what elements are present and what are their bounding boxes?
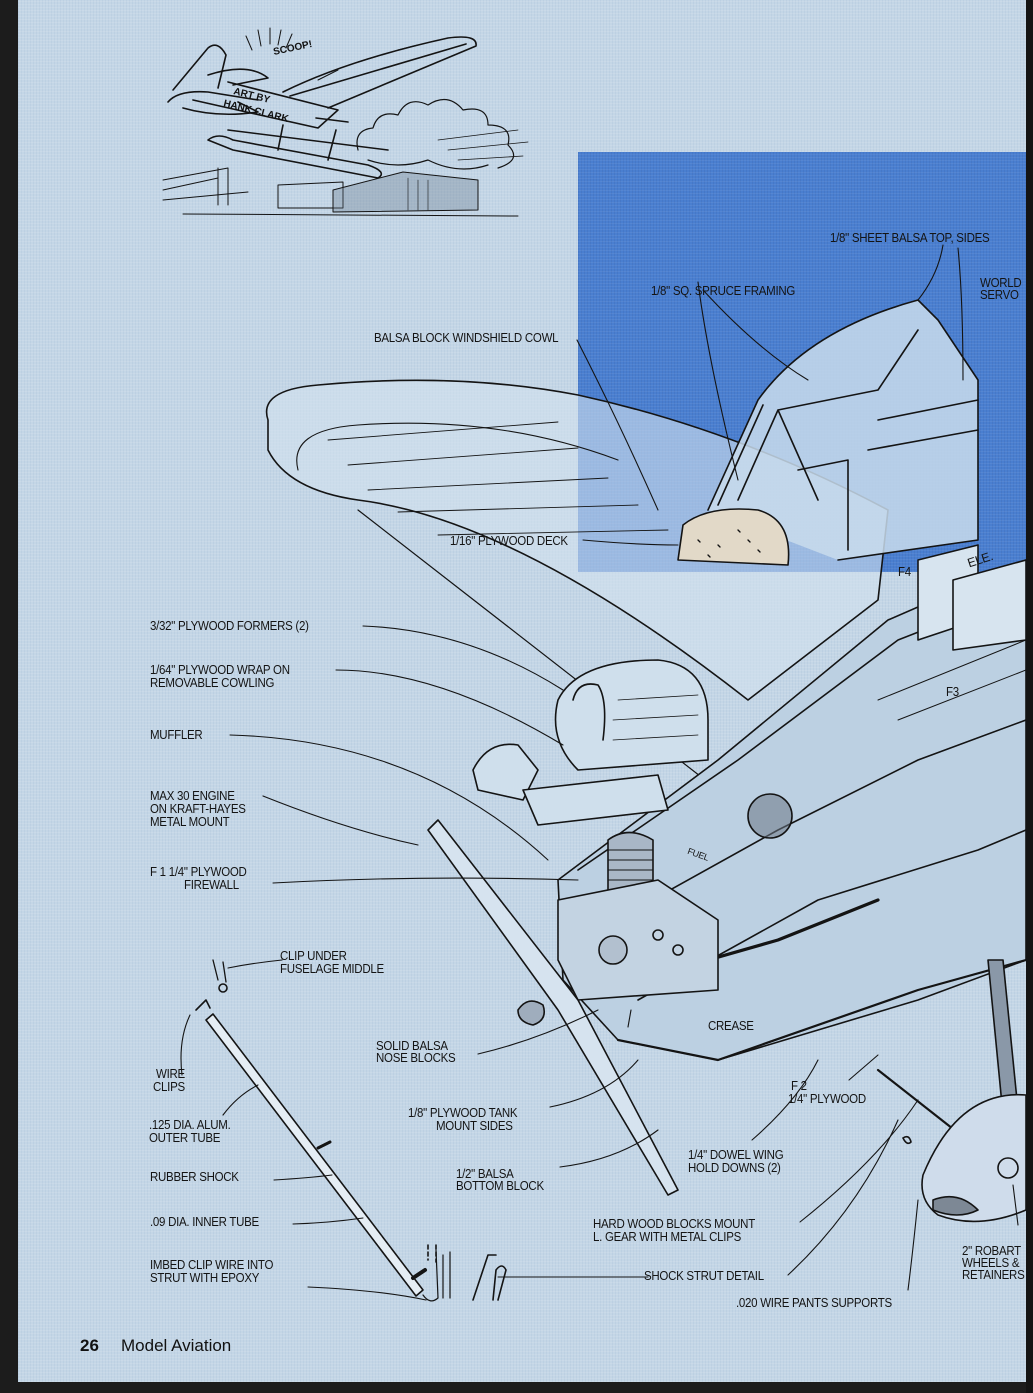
callout-outer-tube-line1: .125 DIA. ALUM.: [149, 1118, 231, 1132]
callout-wire-pants: .020 WIRE PANTS SUPPORTS: [736, 1296, 892, 1310]
callout-outer-tube-line2: OUTER TUBE: [149, 1131, 221, 1145]
callout-wheels-line1: 2" ROBART: [962, 1244, 1021, 1258]
callout-f2-line2: 1/4" PLYWOOD: [788, 1092, 866, 1106]
callout-rubber-shock: RUBBER SHOCK: [150, 1170, 239, 1184]
callout-wire-clips-line2: CLIPS: [153, 1080, 185, 1094]
callout-sheet-balsa-top: 1/8" SHEET BALSA TOP, SIDES: [830, 231, 990, 245]
callout-firewall-line2: FIREWALL: [184, 878, 239, 892]
scan-edge: [1026, 0, 1033, 1393]
magazine-page: ART BY HANK CLARK SCOOP!: [18, 0, 1026, 1382]
callout-hardwood-line1: HARD WOOD BLOCKS MOUNT: [593, 1217, 755, 1231]
callout-plywood-wrap-line2: REMOVABLE COWLING: [150, 676, 275, 690]
callout-engine-line1: MAX 30 ENGINE: [150, 789, 235, 803]
callout-tank-mount-line1: 1/8" PLYWOOD TANK: [408, 1106, 518, 1120]
publication-title: Model Aviation: [121, 1336, 232, 1355]
callout-dowel-line1: 1/4" DOWEL WING: [688, 1148, 784, 1162]
former-f4-label: F4: [898, 565, 911, 579]
callout-hardwood-line2: L. GEAR WITH METAL CLIPS: [593, 1230, 742, 1244]
callout-nose-blocks-line2: NOSE BLOCKS: [376, 1051, 456, 1065]
callout-plywood-formers: 3/32" PLYWOOD FORMERS (2): [150, 619, 309, 633]
callout-spruce-framing: 1/8" SQ. SPRUCE FRAMING: [651, 284, 796, 298]
callout-firewall-line1: F 1 1/4" PLYWOOD: [150, 865, 247, 879]
callout-world-servo-line2: SERVO: [980, 288, 1019, 302]
callout-nose-blocks-line1: SOLID BALSA: [376, 1039, 448, 1053]
callout-engine-line3: METAL MOUNT: [150, 815, 230, 829]
callout-imbed-line2: STRUT WITH EPOXY: [150, 1271, 260, 1285]
leader-lines: [180, 244, 1019, 1301]
callout-f2-line1: F 2: [791, 1079, 807, 1093]
callout-crease: CREASE: [708, 1019, 754, 1033]
propeller: [427, 819, 679, 1196]
landing-gear: [876, 959, 1026, 1223]
engine: [557, 831, 719, 1001]
callout-wheels-line2: WHEELS &: [962, 1256, 1020, 1270]
callout-engine-line2: ON KRAFT-HAYES: [150, 802, 246, 816]
cartoon-seaplane: ART BY HANK CLARK SCOOP!: [162, 27, 529, 217]
bridge-and-pier: [162, 167, 519, 217]
callout-tank-mount-line2: MOUNT SIDES: [436, 1119, 513, 1133]
callout-bottom-block-line1: 1/2" BALSA: [456, 1167, 514, 1181]
callout-clip-under-line1: CLIP UNDER: [280, 949, 347, 963]
callout-bottom-block-line2: BOTTOM BLOCK: [456, 1179, 544, 1193]
callout-plywood-wrap-line1: 1/64" PLYWOOD WRAP ON: [150, 663, 290, 677]
callout-dowel-line2: HOLD DOWNS (2): [688, 1161, 781, 1175]
smoke-cloud: [356, 99, 529, 170]
callout-imbed-line1: IMBED CLIP WIRE INTO: [150, 1258, 274, 1272]
callout-wheels-line3: RETAINERS: [962, 1268, 1025, 1282]
callout-wire-clips-line1: WIRE: [156, 1067, 185, 1081]
former-f3-label: F3: [946, 685, 959, 699]
callout-inner-tube: .09 DIA. INNER TUBE: [150, 1215, 259, 1229]
callout-clip-under-line2: FUSELAGE MIDDLE: [280, 962, 384, 976]
airplane-cutaway-illustration: ART BY HANK CLARK SCOOP!: [162, 27, 1026, 1302]
cabin-frame: [677, 299, 979, 566]
page-number: 26: [80, 1336, 99, 1355]
callout-world-servo-line1: WORLD: [980, 276, 1022, 290]
shock-strut-detail: [195, 959, 507, 1302]
callout-shock-strut-detail: SHOCK STRUT DETAIL: [644, 1269, 764, 1283]
callout-muffler: MUFFLER: [150, 728, 203, 742]
callout-windshield-cowl: BALSA BLOCK WINDSHIELD COWL: [374, 331, 559, 345]
callout-plywood-deck: 1/16" PLYWOOD DECK: [450, 534, 568, 548]
removable-cowling: [472, 659, 709, 826]
